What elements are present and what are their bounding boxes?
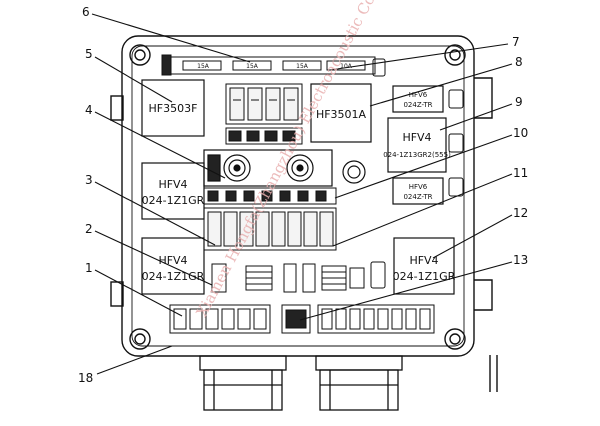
callout-8: 8: [515, 55, 523, 69]
fuse-label-3: 15A: [296, 63, 309, 70]
svg-text:024Z-TR: 024Z-TR: [403, 193, 432, 201]
relay-hfv4-left-2: HFV4 024-1Z1GR: [141, 237, 205, 295]
svg-text:HFV4: HFV4: [409, 254, 438, 267]
callout-12: 12: [513, 206, 528, 220]
callout-11: 11: [513, 166, 528, 180]
relay-hfv4-right-2: HFV4 024-1Z1GR: [393, 237, 456, 295]
right-side-diodes: [370, 89, 464, 289]
relay-hfv6-top: HFV6 024Z-TR: [392, 85, 444, 113]
relay-hf3501a: HF3501A: [310, 83, 372, 143]
callout-5: 5: [85, 47, 93, 61]
relay-hfv4-right: HFV4 024-1Z13GR2(555): [383, 117, 451, 173]
svg-text:024-1Z13GR2(555): 024-1Z13GR2(555): [383, 151, 451, 159]
svg-text:HF3501A: HF3501A: [316, 108, 367, 121]
fuse-label-1: 15A: [197, 63, 210, 70]
upper-mini-fuse-block: [225, 83, 303, 145]
callout-2: 2: [85, 222, 93, 236]
callout-6: 6: [82, 5, 90, 19]
bottom-terminals-left: [169, 304, 271, 334]
callout-9: 9: [515, 95, 523, 109]
top-left-connector: [161, 54, 172, 76]
fuse-label-2: 15A: [246, 63, 259, 70]
callout-18: 18: [78, 371, 93, 385]
svg-text:024Z-TR: 024Z-TR: [403, 101, 432, 109]
svg-text:024-1Z1GR: 024-1Z1GR: [142, 194, 205, 207]
callout-3: 3: [85, 173, 93, 187]
housing: [110, 35, 498, 392]
callout-4: 4: [85, 103, 93, 117]
relay-hf3503f: HF3503F: [141, 79, 205, 137]
svg-text:HFV4: HFV4: [158, 254, 187, 267]
callout-10: 10: [513, 126, 528, 140]
svg-text:HFV4: HFV4: [402, 131, 431, 144]
cable-glands: [199, 355, 403, 411]
svg-text:HFV6: HFV6: [409, 91, 428, 99]
leader-lines: [91, 13, 513, 375]
svg-text:024-1Z1GR: 024-1Z1GR: [142, 270, 205, 283]
relay-hfv4-left-1: HFV4 024-1Z1GR: [141, 162, 205, 220]
fuse-label-4: 10A: [340, 63, 353, 70]
svg-text:HFV4: HFV4: [158, 178, 187, 191]
svg-text:HFV6: HFV6: [409, 183, 428, 191]
bottom-terminals-right: [281, 304, 435, 334]
relay-hfv6-mid: HFV6 024Z-TR: [392, 177, 444, 205]
svg-text:024-1Z1GR: 024-1Z1GR: [393, 270, 456, 283]
callout-7: 7: [512, 35, 520, 49]
callout-13: 13: [513, 253, 528, 267]
lower-mini-fuse-block: [203, 187, 337, 251]
svg-text:HF3503F: HF3503F: [149, 102, 198, 115]
callout-1: 1: [85, 261, 93, 275]
middle-connectors: [211, 263, 365, 293]
